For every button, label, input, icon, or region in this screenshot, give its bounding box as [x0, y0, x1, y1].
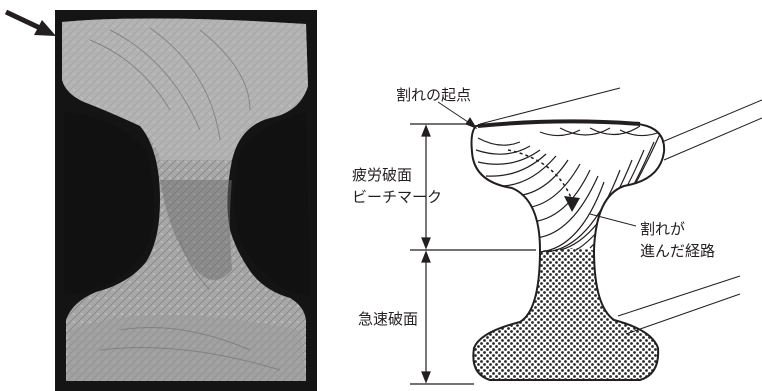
label-beach-mark: ビーチマーク — [352, 188, 442, 206]
label-rapid-fracture: 急速破面 — [358, 310, 418, 328]
rapid-fracture-area — [440, 248, 700, 391]
rail-fracture-photo — [6, 10, 317, 391]
label-crack-origin: 割れの起点 — [396, 86, 471, 104]
crack-path-curve — [508, 150, 572, 200]
rail-cross-section-diagram — [410, 88, 762, 391]
beach-mark-hatching — [476, 126, 660, 252]
perspective-lines — [480, 88, 762, 334]
crack-origin-arrow-icon — [6, 12, 56, 36]
label-crack-path-1: 割れが — [640, 220, 685, 238]
label-crack-path-2: 進んだ経路 — [640, 242, 715, 260]
crack-direction-arrow-icon — [564, 196, 580, 212]
label-fatigue-surface: 疲労破面 — [352, 166, 412, 184]
